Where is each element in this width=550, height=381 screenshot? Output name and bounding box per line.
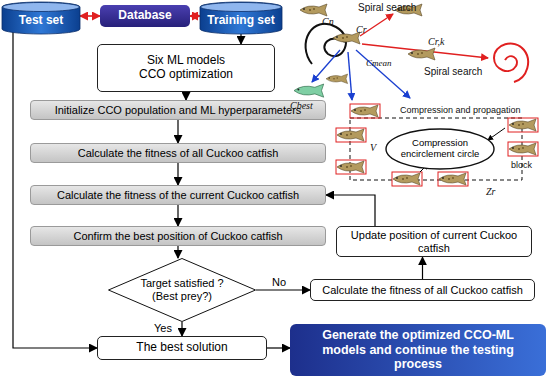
edge-label: Yes <box>152 322 174 334</box>
illustration-part <box>509 143 536 155</box>
flow-connector <box>177 246 178 258</box>
math-symbol: Cmean <box>366 58 392 68</box>
illustration-part <box>438 172 468 186</box>
edge-label: No <box>270 276 288 288</box>
node-text: The best solution <box>136 341 227 355</box>
flow-connector <box>181 322 182 336</box>
math-symbol: V <box>370 142 376 153</box>
node-text: Calculate the fitness of all Cuckoo catf… <box>322 284 523 297</box>
dataset-cylinder: Test set <box>2 2 80 34</box>
node-text: Update position of current Cuckoo catfis… <box>343 229 525 254</box>
dashed-region <box>350 118 522 180</box>
annotation-label: Spiral search <box>424 66 482 77</box>
catfish <box>326 74 348 84</box>
illustration-part <box>336 128 366 142</box>
process-box: Initialize CCO population and ML hyperpa… <box>30 100 326 120</box>
illustration-part <box>439 173 466 185</box>
node-text: Calculate the fitness of all Cuckoo catf… <box>78 147 279 160</box>
flow-connector <box>240 34 241 44</box>
flow-connector <box>267 347 290 348</box>
dataset-cylinder: Training set <box>200 2 282 34</box>
process-box: Calculate the fitness of all Cuckoo catf… <box>30 143 326 163</box>
node-text: Compression encirclement circle <box>399 138 481 160</box>
node-text: Initialize CCO population and ML hyperpa… <box>55 104 302 117</box>
decision-diamond: Target satisfied ?(Best prey?) <box>108 258 256 322</box>
node-text: Confirm the best position of Cuckoo catf… <box>73 230 282 243</box>
illustration-part <box>337 161 364 173</box>
illustration-part <box>509 119 536 131</box>
node-text: Target satisfied ? <box>140 277 223 290</box>
illustration-part <box>351 105 378 117</box>
spiral-path <box>306 24 346 64</box>
flow-connector <box>177 205 178 226</box>
annotation-label: Spiral search <box>358 2 416 13</box>
math-symbol: Zr <box>486 186 495 197</box>
node-text: Generate the optimized CCO-ML models and… <box>300 328 536 371</box>
flow-connector <box>177 163 178 185</box>
illustration-part <box>508 142 538 156</box>
encirclement-ellipse: Compression encirclement circle <box>385 128 495 170</box>
node-text: (Best prey?) <box>152 290 212 303</box>
search-arrow <box>348 52 352 100</box>
search-arrow <box>356 50 410 98</box>
catfish <box>333 32 360 44</box>
node-text: Test set <box>19 14 63 28</box>
spiral-path <box>494 44 528 82</box>
process-box: Calculate the fitness of the current Cuc… <box>30 185 326 205</box>
catfish <box>294 84 324 97</box>
illustration-part <box>350 104 380 118</box>
catfish <box>408 48 435 60</box>
annotation-label: Compression and propagation <box>400 105 521 115</box>
process-box: Confirm the best position of Cuckoo catf… <box>30 226 326 246</box>
output-box: Generate the optimized CCO-ML models and… <box>290 324 546 376</box>
flow-connector <box>190 15 200 17</box>
illustration-part <box>393 173 420 185</box>
process-box: Calculate the fitness of all Cuckoo catf… <box>310 279 535 301</box>
node-text: Training set <box>207 14 274 28</box>
flow-connector <box>326 195 375 226</box>
node-text: Database <box>118 9 171 23</box>
flow-connector <box>80 15 100 17</box>
boxed-fish-group <box>336 104 538 186</box>
math-symbol: Cr <box>356 24 367 35</box>
illustration-part <box>337 129 364 141</box>
database-box: Database <box>100 5 190 27</box>
illustration-part <box>336 160 366 174</box>
compression-arrow <box>488 128 505 140</box>
result-box: The best solution <box>97 336 267 360</box>
math-symbol: Cbest <box>290 100 313 111</box>
node-text: Calculate the fitness of the current Cuc… <box>57 189 299 202</box>
flow-connector <box>185 92 186 100</box>
flow-connector <box>177 120 178 143</box>
process-box: Update position of current Cuckoo catfis… <box>336 226 532 257</box>
node-text: CCO optimization <box>139 68 233 82</box>
annotation-label: block <box>511 160 532 170</box>
flow-connector <box>256 289 310 290</box>
illustration-part <box>392 172 422 186</box>
catfish <box>300 4 327 16</box>
process-box: Six ML modelsCCO optimization <box>97 44 275 92</box>
node-text: Six ML models <box>147 54 225 68</box>
flow-connector <box>422 257 423 279</box>
math-symbol: Cr,k <box>428 36 444 47</box>
illustration-part <box>508 118 538 132</box>
math-symbol: Cn <box>322 16 334 27</box>
